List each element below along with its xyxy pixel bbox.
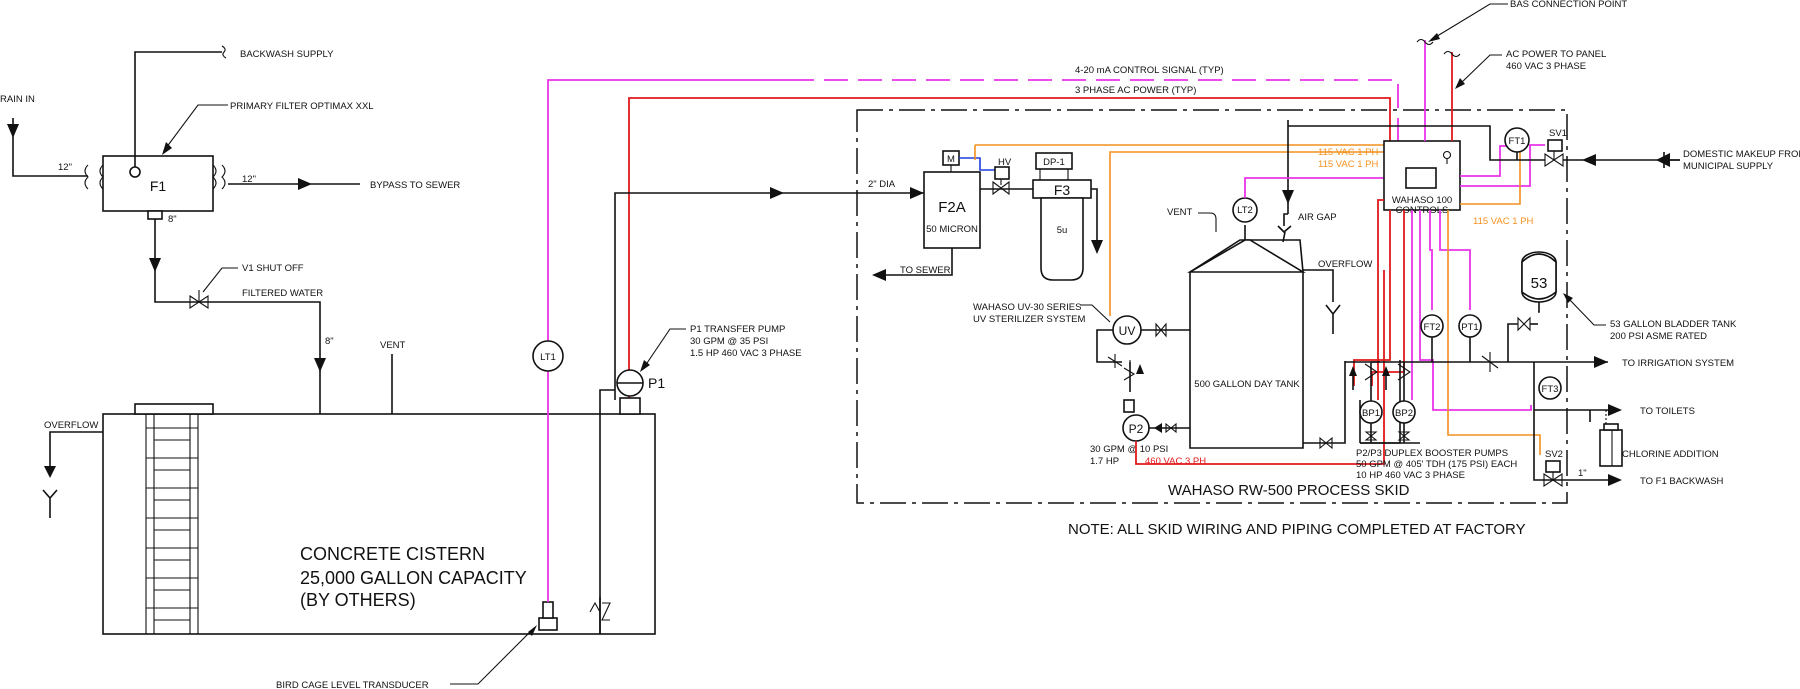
vac115-label-1: 115 VAC 1 PH [1318,147,1379,158]
hv-valve-actuator [994,166,1010,180]
controls-label-line2: CONTROLS [1396,205,1449,216]
v1-label: V1 SHUT OFF [242,263,304,274]
day-tank-label: 500 GALLON DAY TANK [1194,379,1300,390]
booster-desc-line2: 50 GPM @ 405' TDH (175 PSI) EACH [1356,459,1517,470]
lt2-label: LT2 [1237,205,1253,216]
sv2-solenoid [1545,460,1561,473]
panel-display [1405,167,1437,189]
bladder-desc-line1: 53 GALLON BLADDER TANK [1610,319,1737,330]
ft3-transmitter [1538,376,1562,400]
pt1-label: PT1 [1461,322,1478,333]
concrete-cistern [102,413,656,635]
chlorine-label: CHLORINE ADDITION [1622,449,1719,460]
tank-overflow-label: OVERFLOW [1318,259,1372,270]
primary-filter-label: PRIMARY FILTER OPTIMAX XXL [230,101,374,112]
makeup-water-section: FT1 SV1 DOMESTIC MAKEUP FROM MUNICIPAL S… [1288,125,1800,172]
domestic-label-line1: DOMESTIC MAKEUP FROM [1683,149,1800,160]
hv-label: HV [998,157,1012,168]
ac-panel-label-line1: AC POWER TO PANEL [1506,49,1606,60]
cistern-overflow-label: OVERFLOW [44,420,98,431]
uv-label: UV [1119,324,1136,338]
backwash-size-label: 1" [1578,468,1587,479]
lt1-transmitter [532,340,564,372]
process-skid-boundary [856,109,1568,504]
to-sewer-label: TO SEWER [900,265,951,276]
cistern-by-others: (BY OTHERS) [300,590,416,610]
cistern-capacity: 25,000 GALLON CAPACITY [300,568,527,588]
booster-desc-line1: P2/P3 DUPLEX BOOSTER PUMPS [1356,448,1508,459]
ft1-label: FT1 [1509,136,1526,147]
sv1-solenoid [1547,139,1563,152]
f3-label: F3 [1054,182,1071,198]
f1-label: F1 [150,178,167,194]
p2-desc-line1: 30 GPM @ 10 PSI [1090,444,1168,455]
f1-backwash-label: TO F1 BACKWASH [1640,476,1724,487]
control-panel-section: WAHASO 100 CONTROLS BAS CONNECTION POINT… [1353,0,1627,455]
tank-vent-label: VENT [1167,207,1193,218]
motor-label: M [947,154,955,165]
cistern-section: OVERFLOW CONCRETE CISTERN 25,000 GALLON … [42,403,656,689]
uv-desc-line2: UV STERILIZER SYSTEM [973,314,1086,325]
chlorine-tank [1599,429,1623,467]
bladder-tank-number: 53 [1531,275,1548,292]
vac115-label-3: 115 VAC 1 PH [1473,216,1534,227]
p2-desc-line2: 1.7 HP [1090,456,1119,467]
booster-desc-line3: 10 HP 460 VAC 3 PHASE [1356,470,1465,481]
p1-desc-line2: 30 GPM @ 35 PSI [690,336,768,347]
day-tank-section: 500 GALLON DAY TANK LT2 VENT AIR GAP OVE… [1167,120,1386,450]
f3-rating: 5u [1057,225,1068,236]
dp1-label: DP-1 [1043,157,1065,168]
cistern-vent-label: VENT [380,340,406,351]
factory-note: NOTE: ALL SKID WIRING AND PIPING COMPLET… [1068,521,1526,538]
lt1-label: LT1 [540,352,556,363]
f1-drain-size-label: 8" [168,214,177,225]
skid-title: WAHASO RW-500 PROCESS SKID [1168,482,1410,499]
p1-desc-line1: P1 TRANSFER PUMP [690,324,785,335]
p1-label: P1 [648,375,665,391]
f2a-label: F2A [938,199,966,216]
controls-label-line1: WAHASO 100 [1392,195,1452,206]
irrigation-label: TO IRRIGATION SYSTEM [1622,358,1734,369]
bladder-desc-line2: 200 PSI ASME RATED [1610,331,1707,342]
toilets-label: TO TOILETS [1640,406,1695,417]
bas-label: BAS CONNECTION POINT [1510,0,1627,10]
p2-power-label: 460 VAC 3 PH [1145,456,1206,467]
sv1-label: SV1 [1549,128,1567,139]
filtration-section: 2" DIA F2A 50 MICRON M TO SEWER HV DP-1 … [868,144,1400,467]
p1-desc-line3: 1.5 HP 460 VAC 3 PHASE [690,348,802,359]
bp2-label: BP2 [1395,408,1413,419]
cistern-title: CONCRETE CISTERN [300,544,485,564]
f2a-rating: 50 MICRON [926,224,978,235]
dp1-gauge [1035,152,1073,170]
air-gap-label: AIR GAP [1298,212,1337,223]
backwash-supply-label: BACKWASH SUPPLY [240,49,334,60]
uv-desc-line1: WAHASO UV-30 SERIES [973,302,1081,313]
domestic-label-line2: MUNICIPAL SUPPLY [1683,161,1774,172]
booster-section: BP1 BP2 P2/P3 DUPLEX BOOSTER PUMPS 50 GP… [1344,251,1737,488]
f1-filter [102,155,214,212]
bird-cage-label: BIRD CAGE LEVEL TRANSDUCER [276,680,429,689]
primary-filter-section: RAIN IN 12" F1 BACKWASH SUPPLY PRIMARY F… [0,45,460,414]
bypass-label: BYPASS TO SEWER [370,180,460,191]
control-signal-label: 4-20 mA CONTROL SIGNAL (TYP) [1075,65,1224,76]
outlet-size-label: 12" [242,174,256,185]
inlet-size-label: 12" [58,162,72,173]
cistern-ladder [145,414,199,634]
ft2-label: FT2 [1424,322,1441,333]
ac-panel-label-line2: 460 VAC 3 PHASE [1506,61,1586,72]
ac-power-label: 3 PHASE AC POWER (TYP) [1075,85,1196,96]
inlet-dia-label: 2" DIA [868,179,896,190]
filtered-water-label: FILTERED WATER [242,288,323,299]
sv2-label: SV2 [1545,449,1563,460]
transfer-pump-section: LT1 P1 P1 TRANSFER PUMP 30 GPM @ 35 PSI … [532,79,1399,634]
p2-label: P2 [1129,422,1144,436]
bird-cage-transducer [538,617,558,631]
cistern-inlet-size-label: 8" [325,336,334,347]
f2a-filter [923,171,981,249]
ft3-label: FT3 [1542,384,1559,395]
rain-in-label: RAIN IN [0,94,35,105]
bp1-label: BP1 [1362,408,1380,419]
vac115-label-2: 115 VAC 1 PH [1318,159,1379,170]
